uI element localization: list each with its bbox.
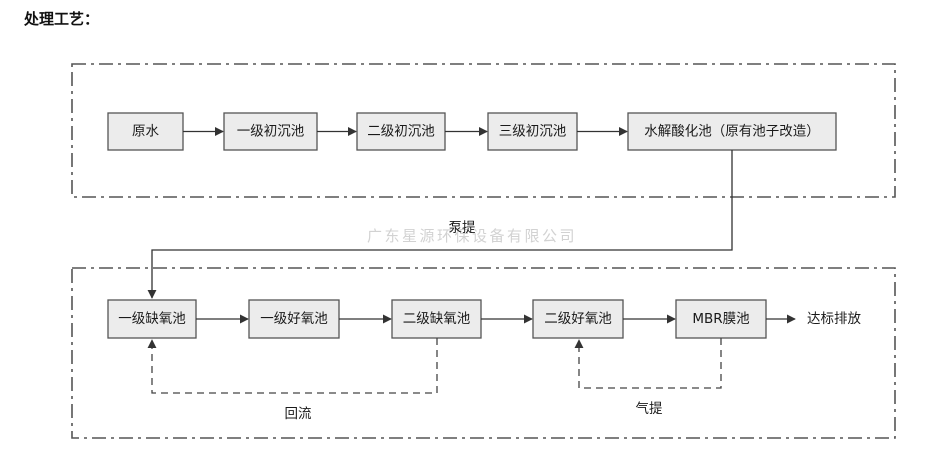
process-box-hydrolysis-acidification: 水解酸化池（原有池子改造） [627, 112, 837, 151]
pump-transfer-label: 泵提 [449, 220, 476, 236]
reflux-label: 回流 [285, 406, 312, 422]
process-box-mbr-membrane: MBR膜池 [675, 299, 767, 339]
process-box-aerobic-2: 二级好氧池 [532, 299, 624, 339]
process-box-label: 一级缺氧池 [118, 311, 186, 327]
process-box-primary-settling-3: 三级初沉池 [487, 112, 578, 151]
process-box-anoxic-1: 一级缺氧池 [107, 299, 197, 339]
process-box-aerobic-1: 一级好氧池 [248, 299, 340, 339]
process-box-label: 二级缺氧池 [403, 311, 471, 327]
process-box-raw-water: 原水 [107, 112, 184, 151]
company-watermark: 广东星源环保设备有限公司 [367, 227, 577, 245]
pump-transfer-line [147, 150, 733, 299]
process-box-label: 二级好氧池 [544, 311, 612, 327]
process-box-label: 水解酸化池（原有池子改造） [644, 124, 820, 140]
process-box-label: 一级好氧池 [260, 311, 328, 327]
airlift-loop [574, 338, 722, 389]
airlift-label: 气提 [636, 401, 664, 417]
process-box-primary-settling-1: 一级初沉池 [223, 112, 318, 151]
process-box-label: MBR膜池 [692, 311, 749, 327]
process-box-label: 三级初沉池 [499, 123, 567, 140]
process-box-label: 二级初沉池 [367, 123, 435, 140]
discharge-label: 达标排放 [807, 311, 861, 327]
process-box-primary-settling-2: 二级初沉池 [356, 112, 446, 151]
process-box-anoxic-2: 二级缺氧池 [391, 299, 482, 339]
pretreatment-group-frame [71, 63, 896, 198]
reflux-loop [147, 338, 438, 394]
page-title: 处理工艺： [24, 10, 100, 28]
process-box-label: 一级初沉池 [237, 123, 305, 140]
biological-treatment-group-frame [71, 267, 896, 439]
process-box-label: 原水 [132, 124, 159, 140]
